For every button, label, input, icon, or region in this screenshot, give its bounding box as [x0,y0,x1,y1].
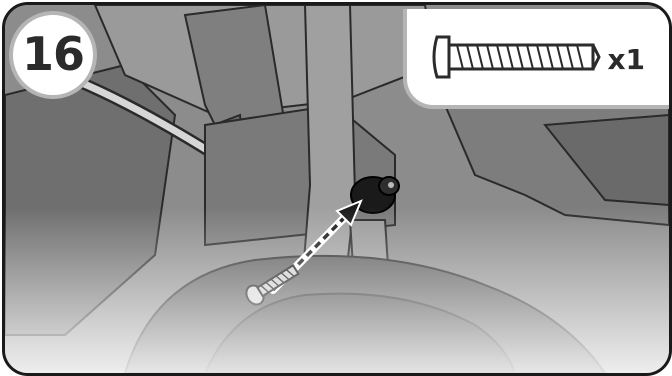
step-badge: 16 [9,11,97,99]
quantity-label: x1 [607,43,645,76]
screw-icon [432,35,601,79]
parts-callout: x1 [403,9,669,109]
step-number: 16 [21,27,85,81]
